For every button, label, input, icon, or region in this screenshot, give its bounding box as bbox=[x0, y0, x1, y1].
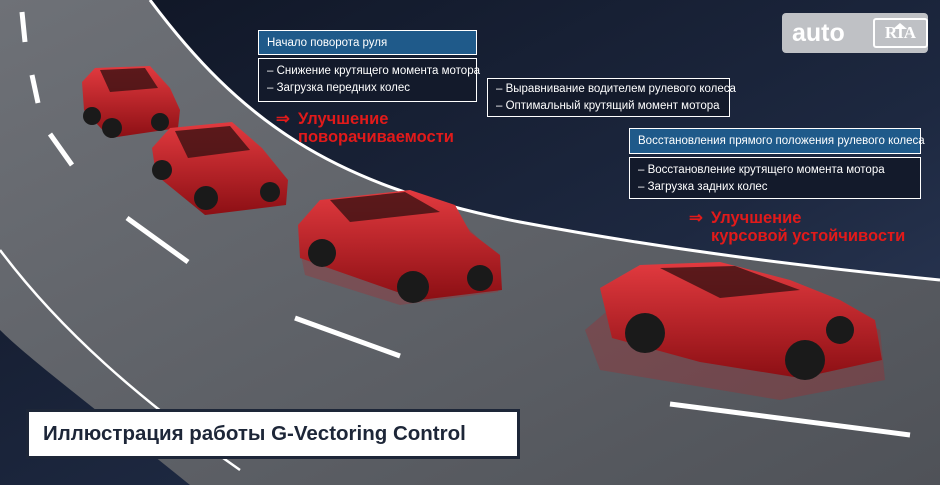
logo-auto-text: auto bbox=[792, 18, 845, 47]
phase3-result: ⇒ Улучшение курсовой устойчивости bbox=[689, 209, 905, 245]
phase3-result-line2: курсовой устойчивости bbox=[711, 227, 906, 245]
phase1-result-line1: Улучшение bbox=[298, 110, 389, 128]
phase1-effects: – Снижение крутящего момента мотора – За… bbox=[258, 58, 480, 102]
lane-dashes bbox=[19, 11, 911, 438]
phase2-effects: – Выравнивание водителем рулевого колеса… bbox=[487, 78, 736, 117]
phase2-effect-1: – Выравнивание водителем рулевого колеса bbox=[496, 83, 736, 95]
phase1-effect-2: – Загрузка передних колес bbox=[267, 82, 411, 94]
car-phase-3 bbox=[585, 262, 885, 400]
car-phase-1 bbox=[152, 122, 288, 215]
phase1-title: Начало поворота руля bbox=[258, 30, 477, 55]
phase3-effect-1: – Восстановление крутящего момента мотор… bbox=[638, 164, 885, 176]
phase3-effect-2: – Загрузка задних колес bbox=[638, 181, 768, 193]
phase3-effects: – Восстановление крутящего момента мотор… bbox=[629, 157, 921, 199]
phase1-result: ⇒ Улучшение поворачиваемости bbox=[276, 110, 454, 146]
phase2-effect-2: – Оптимальный крутящий момент мотора bbox=[496, 100, 720, 112]
phase3-result-line1: Улучшение bbox=[711, 209, 802, 227]
phase1-result-line2: поворачиваемости bbox=[298, 128, 454, 146]
phase3-result-arrow: ⇒ bbox=[689, 209, 703, 227]
caption: Иллюстрация работы G-Vectoring Control bbox=[26, 409, 520, 459]
logo-ria-badge: RIA bbox=[872, 18, 928, 48]
car-phase-2 bbox=[298, 190, 502, 305]
phase1-effect-1: – Снижение крутящего момента мотора bbox=[267, 65, 480, 77]
auto-ria-logo: auto RIA bbox=[782, 13, 928, 53]
road-edge-line bbox=[148, 0, 940, 282]
phase3-title: Восстановления прямого положения рулевог… bbox=[629, 128, 925, 154]
phase1-result-arrow: ⇒ bbox=[276, 110, 290, 128]
car-phase-0 bbox=[82, 66, 180, 138]
